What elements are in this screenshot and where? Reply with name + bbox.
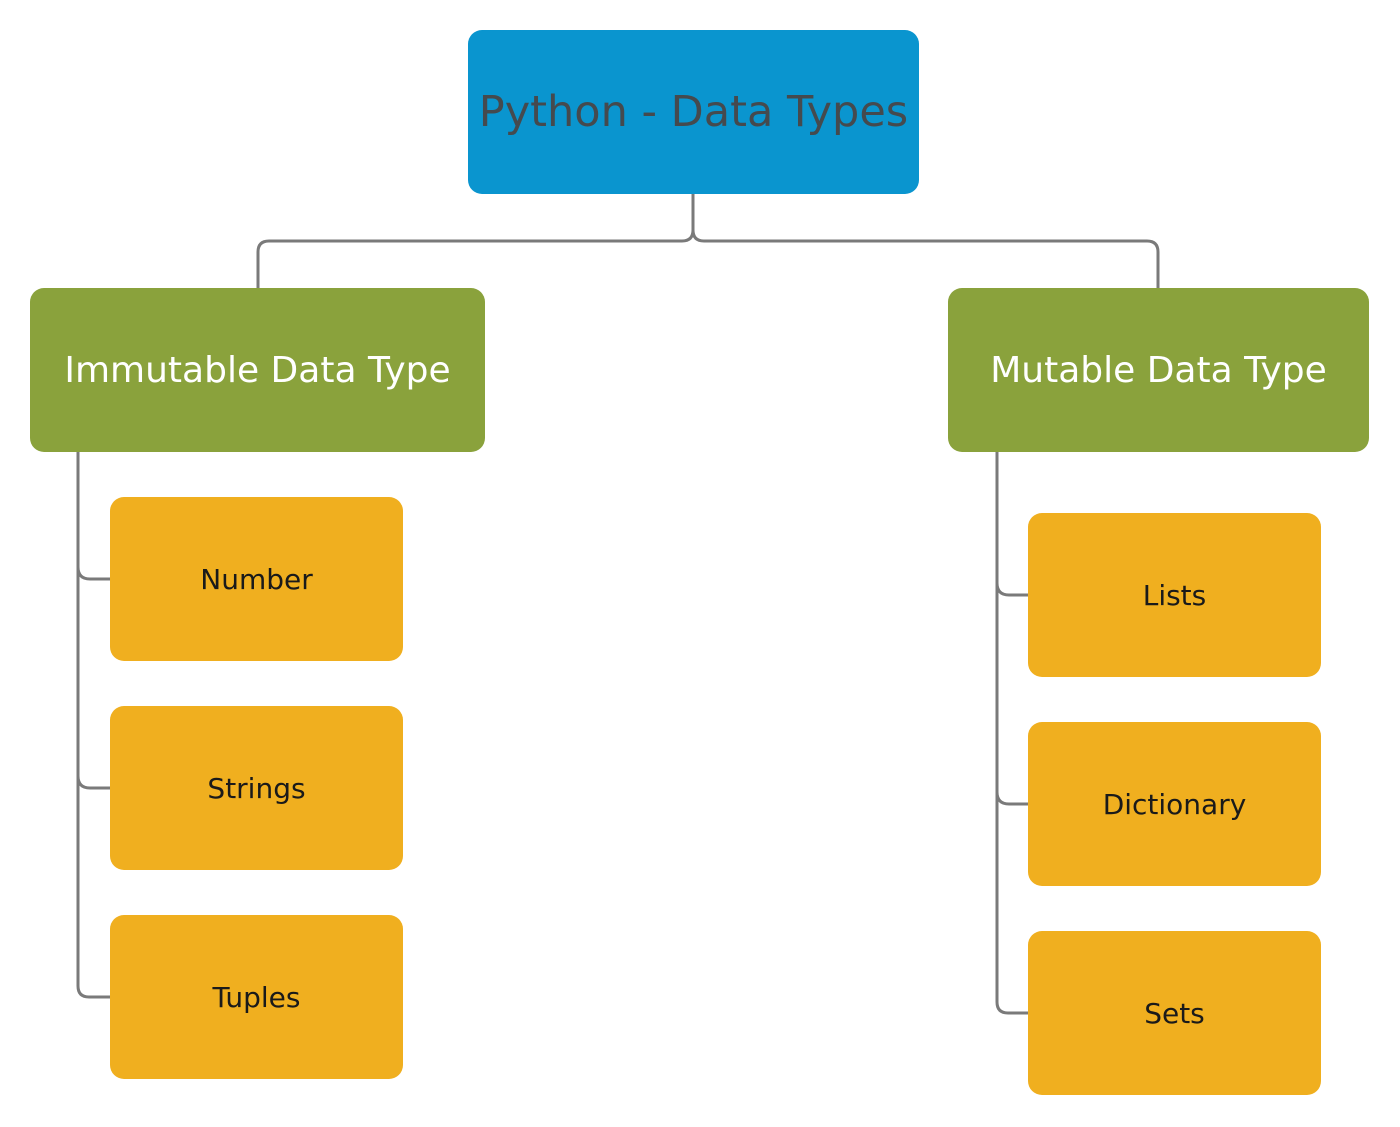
leaf-tuples: Tuples <box>110 915 403 1079</box>
category-immutable-label: Immutable Data Type <box>64 349 451 391</box>
connector-mutable-dictionary <box>995 790 1033 806</box>
connector-mutable-lists <box>995 581 1033 597</box>
leaf-sets: Sets <box>1028 931 1321 1095</box>
leaf-lists: Lists <box>1028 513 1321 677</box>
root-node: Python - Data Types <box>468 30 919 194</box>
connector-mutable-trunk <box>995 439 1033 1015</box>
leaf-dictionary-label: Dictionary <box>1102 787 1247 821</box>
leaf-strings: Strings <box>110 706 403 870</box>
category-mutable: Mutable Data Type <box>948 288 1369 452</box>
leaf-number: Number <box>110 497 403 661</box>
leaf-tuples-label: Tuples <box>212 980 301 1014</box>
leaf-dictionary: Dictionary <box>1028 722 1321 886</box>
category-immutable: Immutable Data Type <box>30 288 485 452</box>
connector-root-to-immutable <box>256 192 695 290</box>
connector-immutable-trunk <box>76 450 115 999</box>
leaf-strings-label: Strings <box>207 771 306 805</box>
category-mutable-label: Mutable Data Type <box>990 349 1327 391</box>
connector-root-to-mutable <box>691 192 1160 290</box>
leaf-sets-label: Sets <box>1144 996 1205 1030</box>
leaf-number-label: Number <box>200 562 313 596</box>
connector-immutable-strings <box>76 774 115 790</box>
leaf-lists-label: Lists <box>1142 578 1207 612</box>
connector-immutable-number <box>76 565 115 581</box>
root-label: Python - Data Types <box>478 87 909 137</box>
